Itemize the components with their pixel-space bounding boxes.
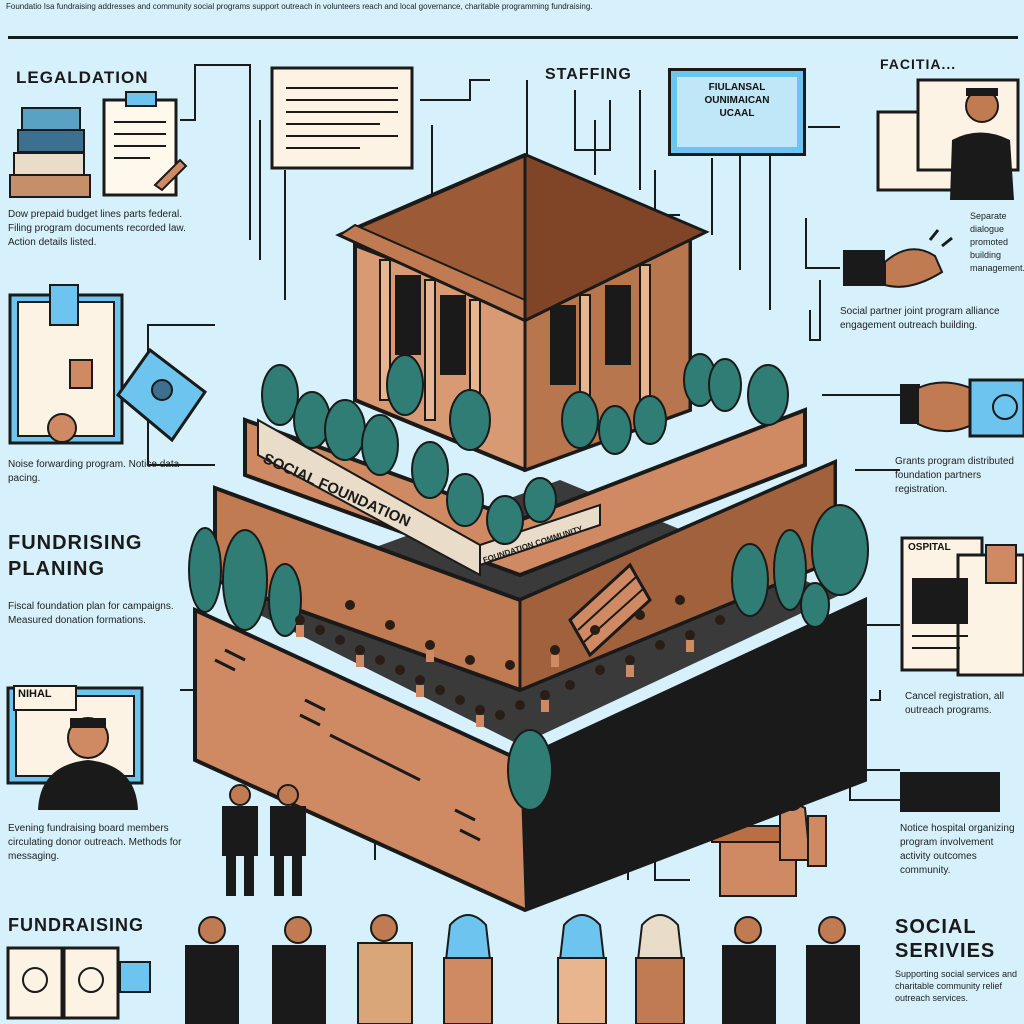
hospital-label: OSPITAL bbox=[908, 542, 951, 553]
clipboard-icon bbox=[102, 91, 188, 197]
crowd-bodies bbox=[296, 625, 694, 727]
initial-badge: NIHAL bbox=[18, 688, 52, 700]
social-services-heading: SOCIAL SERIVIES bbox=[895, 916, 996, 962]
social-services-text: Supporting social services and charitabl… bbox=[895, 969, 1018, 1003]
people-figures bbox=[185, 784, 860, 1024]
handshake-icon bbox=[843, 229, 953, 288]
grants-text: Grants program distributed foundation pa… bbox=[895, 456, 1014, 495]
staffing-board: FIULANSAL OUNIMAICAN UCAAL bbox=[668, 68, 806, 156]
fundraising-planning-text: Fiscal foundation plan for campaigns. Me… bbox=[8, 601, 174, 626]
staffing-notice-card bbox=[270, 66, 414, 170]
documents-text: Noise forwarding program. Notice data pa… bbox=[8, 459, 180, 484]
header-caption: Foundatio Isa fundraising addresses and … bbox=[6, 2, 593, 11]
facilities-text: Separate dialogue promoted building mana… bbox=[970, 211, 1024, 273]
fundraising-planning-heading: FUNDRISING PLANING bbox=[8, 532, 143, 580]
money-hand-icon bbox=[900, 378, 1024, 438]
facilities-heading: FACITIA... bbox=[880, 56, 957, 72]
legislation-text: Dow prepaid budget lines parts federal. … bbox=[8, 209, 186, 248]
legislation-heading: LEGALDATION bbox=[16, 68, 149, 87]
hospital-text: Cancel registration, all outreach progra… bbox=[905, 691, 1004, 716]
fundraising-cards-icon bbox=[6, 946, 151, 1020]
hospital-document-icon bbox=[900, 536, 1024, 677]
presenter-monitor-icon bbox=[6, 685, 144, 810]
legislation-books-icon bbox=[9, 107, 91, 198]
staffing-board-line: UCAAL bbox=[719, 108, 755, 119]
staffing-board-line: FIULANSAL bbox=[708, 82, 766, 93]
fundraising-heading: FUNDRAISING bbox=[8, 915, 144, 935]
document-icon bbox=[8, 284, 208, 445]
facilities-person-icon bbox=[876, 78, 1020, 200]
initial-text: Evening fundraising board members circul… bbox=[8, 823, 182, 862]
header-divider bbox=[8, 36, 1018, 39]
office-text: Notice hospital organizing program invol… bbox=[900, 823, 1015, 876]
crowd bbox=[295, 595, 725, 720]
trees bbox=[188, 353, 869, 811]
staffing-heading: STAFFING bbox=[545, 66, 632, 83]
staffing-board-line: OUNIMAICAN bbox=[704, 95, 770, 106]
partnership-text: Social partner joint program alliance en… bbox=[840, 306, 1000, 331]
